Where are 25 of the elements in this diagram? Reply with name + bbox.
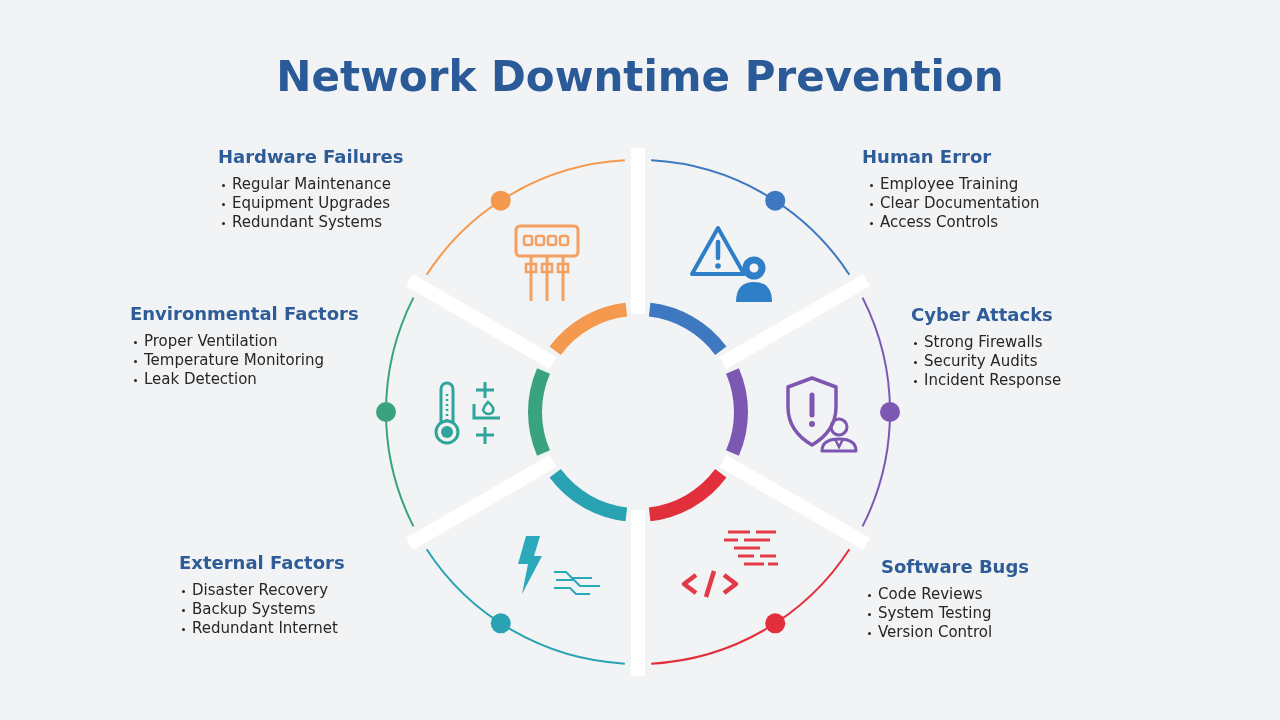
list-item: Strong Firewalls [914, 333, 1043, 352]
list-item: Security Audits [914, 352, 1038, 371]
list-item: Code Reviews [868, 585, 983, 604]
category-heading: Cyber Attacks [911, 303, 1053, 327]
title: Network Downtime Prevention [276, 51, 1004, 103]
list-item: Employee Training [870, 175, 1019, 194]
list-item: Temperature Monitoring [134, 351, 324, 370]
list-item: Incident Response [914, 371, 1062, 390]
list-item: Version Control [868, 623, 993, 642]
list-item: Backup Systems [182, 600, 316, 619]
list-item: System Testing [868, 604, 992, 623]
list-item: Disaster Recovery [182, 581, 329, 600]
list-item: Redundant Internet [182, 619, 338, 638]
list-item: Redundant Systems [222, 213, 383, 232]
category-heading: Human Error [862, 145, 992, 169]
list-item: Equipment Upgrades [222, 194, 391, 213]
list-item: Leak Detection [134, 370, 257, 389]
category-heading: Environmental Factors [130, 302, 359, 326]
list-item: Proper Ventilation [134, 332, 278, 351]
list-item: Regular Maintenance [222, 175, 391, 194]
category-heading: Software Bugs [881, 555, 1030, 579]
list-item: Access Controls [870, 213, 999, 232]
list-item: Clear Documentation [870, 194, 1040, 213]
category-heading: External Factors [179, 551, 345, 575]
category-heading: Hardware Failures [218, 145, 404, 169]
